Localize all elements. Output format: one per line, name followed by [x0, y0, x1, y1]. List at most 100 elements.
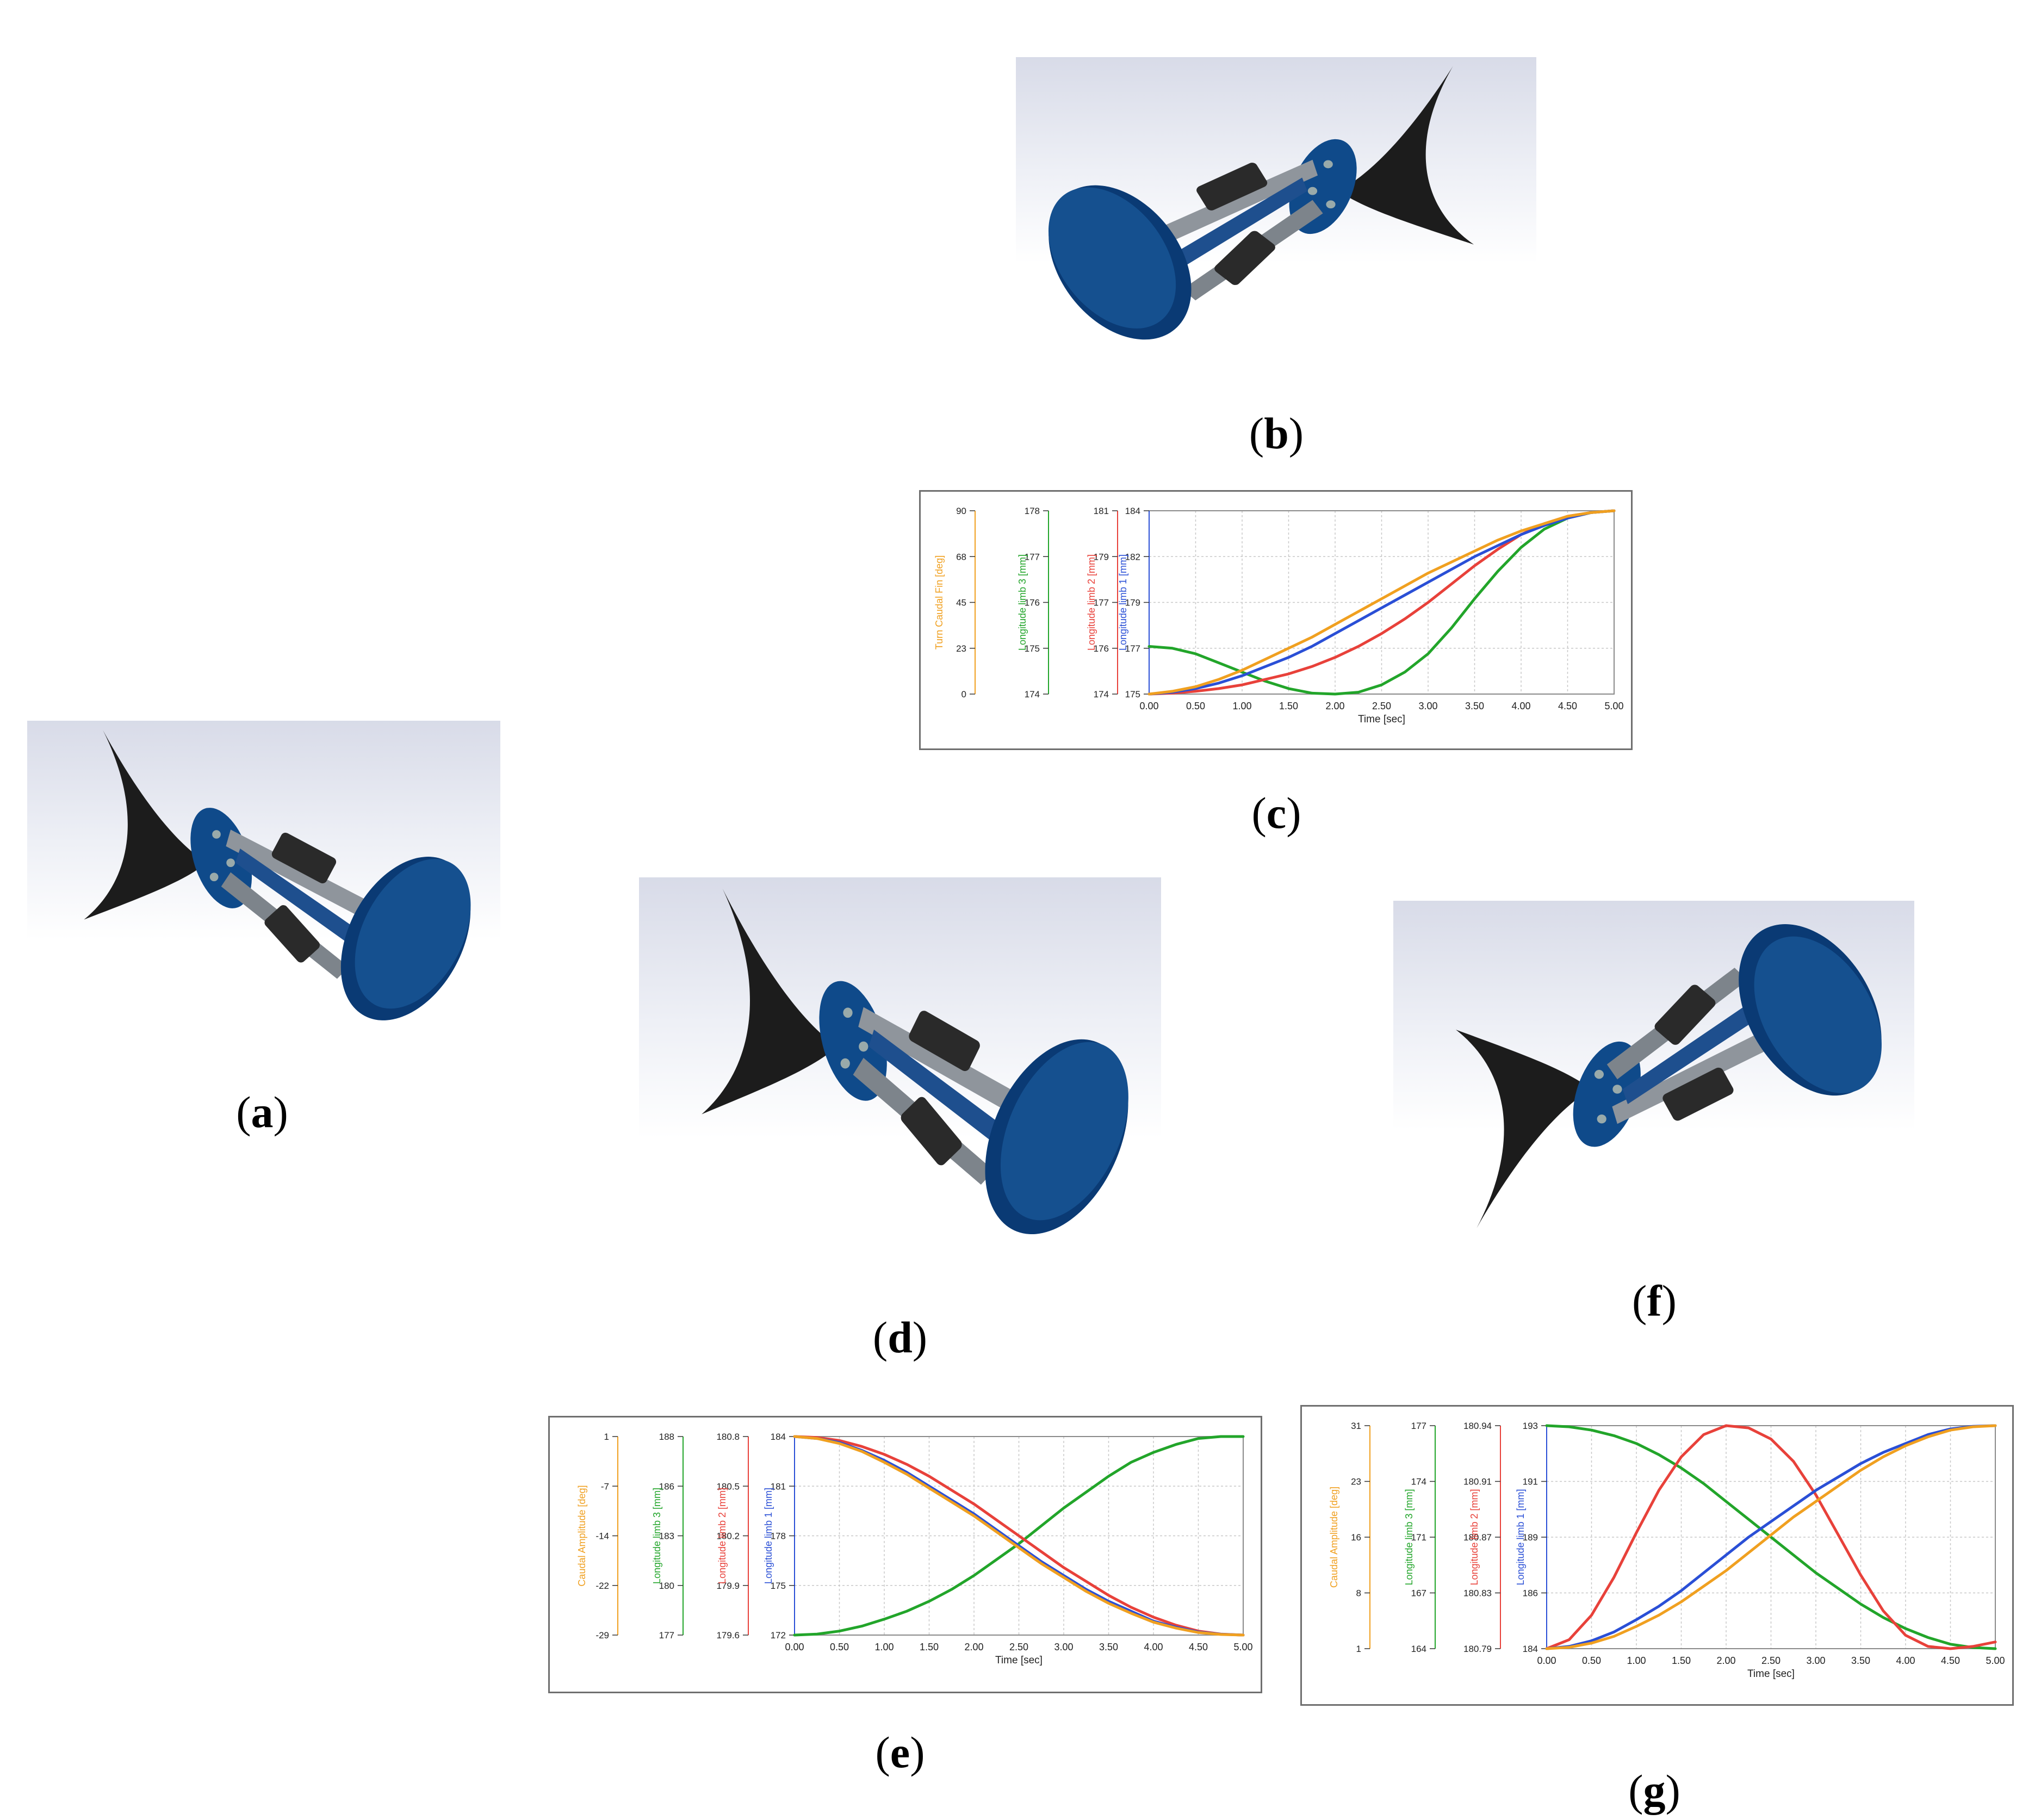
- series-line: [793, 1435, 1245, 1637]
- series-line: [1147, 509, 1616, 696]
- render-f: [1393, 901, 1914, 1238]
- y-tick-label: 177: [1025, 552, 1040, 562]
- caption-g: (g): [1628, 1766, 1680, 1815]
- y-tick-label: 184: [771, 1432, 786, 1442]
- y-tick-label: -22: [595, 1581, 609, 1591]
- y-tick-label: 177: [659, 1630, 674, 1641]
- x-tick-label: 0.00: [785, 1642, 804, 1652]
- y-tick-label: -29: [595, 1630, 609, 1641]
- y-tick-label: 1: [604, 1432, 609, 1442]
- x-tick-label: 3.00: [1054, 1642, 1073, 1652]
- x-axis-label: Time [sec]: [1747, 1668, 1795, 1680]
- y-axis-label: Longitude limb 2 [mm]: [1086, 554, 1097, 651]
- x-tick-label: 2.00: [964, 1642, 983, 1652]
- y-tick-label: 186: [1523, 1588, 1538, 1599]
- caption-e: (e): [875, 1728, 925, 1777]
- y-tick-label: -14: [595, 1531, 609, 1542]
- y-tick-label: 167: [1411, 1588, 1426, 1599]
- x-tick-label: 3.00: [1418, 701, 1437, 711]
- y-tick-label: 174: [1094, 689, 1109, 699]
- x-tick-label: 4.50: [1941, 1655, 1960, 1666]
- y-tick-label: 182: [1125, 552, 1140, 562]
- series-line: [1545, 1424, 1997, 1650]
- y-tick-label: 180.5: [716, 1481, 740, 1491]
- series-line: [1147, 509, 1616, 696]
- x-tick-label: 1.50: [1672, 1655, 1691, 1666]
- y-axis-label: Caudal Amplitude [deg]: [576, 1485, 587, 1586]
- y-tick-label: 177: [1411, 1421, 1426, 1431]
- x-tick-label: 1.00: [874, 1642, 894, 1652]
- y-axis-label: Longitude limb 1 [mm]: [1118, 554, 1128, 651]
- y-tick-label: 179: [1125, 598, 1140, 608]
- y-tick-label: 177: [1125, 643, 1140, 654]
- x-tick-label: 5.00: [1986, 1655, 2005, 1666]
- y-tick-label: 179: [1094, 552, 1109, 562]
- x-tick-label: 0.50: [830, 1642, 849, 1652]
- y-tick-label: 172: [771, 1630, 786, 1641]
- render-a: [27, 721, 500, 1043]
- x-tick-label: 2.00: [1716, 1655, 1735, 1666]
- x-tick-label: 4.00: [1896, 1655, 1915, 1666]
- x-tick-label: 4.50: [1558, 701, 1577, 711]
- y-tick-label: 164: [1411, 1644, 1426, 1654]
- x-tick-label: 3.50: [1465, 701, 1484, 711]
- caption-a: (a): [236, 1087, 288, 1137]
- x-tick-label: 4.00: [1144, 1642, 1163, 1652]
- y-tick-label: 189: [1523, 1532, 1538, 1543]
- y-tick-label: 186: [659, 1481, 674, 1491]
- x-tick-label: 2.50: [1372, 701, 1391, 711]
- y-tick-label: 174: [1411, 1477, 1426, 1487]
- x-tick-label: 3.50: [1099, 1642, 1118, 1652]
- caption-f: (f): [1632, 1276, 1677, 1326]
- y-axis-label: Longitude limb 2 [mm]: [717, 1488, 728, 1584]
- y-tick-label: 180.94: [1463, 1421, 1492, 1431]
- x-tick-label: 2.00: [1325, 701, 1344, 711]
- series-line: [793, 1435, 1245, 1637]
- x-tick-label: 0.50: [1582, 1655, 1601, 1666]
- caption-d: (d): [872, 1313, 928, 1362]
- y-tick-label: 180.87: [1463, 1532, 1492, 1543]
- y-axis-label: Longitude limb 3 [mm]: [1404, 1489, 1415, 1585]
- y-tick-label: 191: [1523, 1477, 1538, 1487]
- y-tick-label: 180.91: [1463, 1477, 1492, 1487]
- render-d: [639, 877, 1161, 1261]
- caption-b: (b): [1249, 408, 1304, 458]
- x-tick-label: 5.00: [1233, 1642, 1252, 1652]
- y-axis-label: Turn Caudal Fin [deg]: [934, 555, 945, 649]
- y-axis-label: Longitude limb 1 [mm]: [763, 1488, 774, 1584]
- y-tick-label: 31: [1351, 1421, 1361, 1431]
- y-tick-label: 175: [1025, 643, 1040, 654]
- series-line: [1545, 1424, 1997, 1650]
- y-tick-label: 179.9: [716, 1581, 740, 1591]
- y-tick-label: 180.83: [1463, 1588, 1492, 1599]
- y-tick-label: -7: [601, 1481, 609, 1491]
- x-tick-label: 4.50: [1189, 1642, 1208, 1652]
- y-tick-label: 179.6: [716, 1630, 740, 1641]
- x-tick-label: 0.50: [1186, 701, 1205, 711]
- x-tick-label: 1.50: [1279, 701, 1298, 711]
- x-tick-label: 1.50: [920, 1642, 939, 1652]
- y-tick-label: 68: [956, 552, 966, 562]
- y-axis-label: Longitude limb 1 [mm]: [1515, 1489, 1526, 1585]
- y-tick-label: 181: [1094, 506, 1109, 516]
- y-tick-label: 193: [1523, 1421, 1538, 1431]
- caption-c: (c): [1251, 788, 1301, 838]
- series-line: [793, 1435, 1245, 1637]
- x-tick-label: 3.50: [1851, 1655, 1870, 1666]
- x-tick-label: 4.00: [1511, 701, 1530, 711]
- robot-render-image-a: [27, 721, 500, 1043]
- y-tick-label: 178: [1025, 506, 1040, 516]
- y-tick-label: 184: [1523, 1644, 1538, 1654]
- render-b: [1016, 57, 1536, 361]
- series-line: [1147, 509, 1616, 696]
- x-tick-label: 3.00: [1806, 1655, 1825, 1666]
- y-tick-label: 184: [1125, 506, 1140, 516]
- x-axis-label: Time [sec]: [995, 1655, 1043, 1666]
- y-tick-label: 180: [659, 1581, 674, 1591]
- y-axis-label: Caudal Amplitude [deg]: [1329, 1487, 1339, 1588]
- x-tick-label: 1.00: [1232, 701, 1251, 711]
- y-axis-label: Longitude limb 3 [mm]: [1017, 554, 1028, 651]
